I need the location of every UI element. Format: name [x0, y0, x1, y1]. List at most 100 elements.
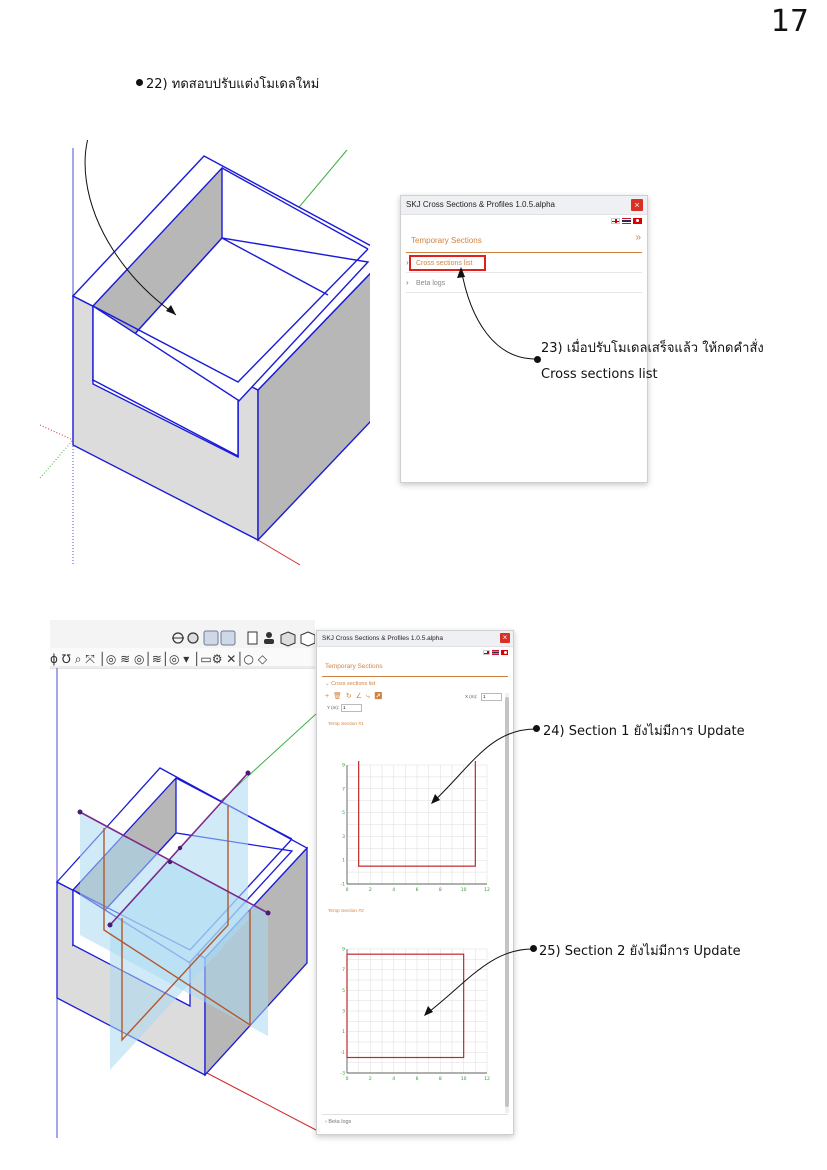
callout-arrow-24: [431, 728, 538, 804]
x-tick-label: 8: [439, 1076, 442, 1082]
page-number: 17: [770, 4, 809, 39]
annotation-24: 24) Section 1 ยังไม่มีการ Update: [543, 724, 745, 739]
callout-arrowhead-25: [424, 1006, 433, 1016]
plugin-window-top: SKJ Cross Sections & Profiles 1.0.5.alph…: [400, 195, 648, 483]
section-profile-2: [121, 806, 229, 1042]
x-field-label: X (m):: [465, 694, 478, 699]
section-handle[interactable]: [107, 922, 113, 928]
y-tick-label: 5: [342, 988, 345, 994]
japanese-flag-icon[interactable]: [633, 218, 642, 224]
annotation-22: 22) ทดสอบปรับแต่งโมเดลใหม่: [146, 77, 320, 92]
paint-icon[interactable]: [220, 630, 236, 646]
callout-arrow-25: [424, 948, 535, 1016]
orbit-icon[interactable]: [172, 632, 184, 644]
chevron-right-icon: ›: [406, 258, 409, 267]
language-flags: [611, 218, 642, 225]
select-icon[interactable]: [203, 630, 219, 646]
beta-logs-item[interactable]: › Beta logs: [325, 1119, 351, 1125]
list-label: Cross sections list: [331, 681, 376, 687]
scrollbar-thumb[interactable]: [505, 697, 509, 1107]
cross-sections-list-header[interactable]: ⌄ Cross sections list: [325, 681, 375, 687]
delete-icon[interactable]: 🗑: [333, 693, 343, 700]
section-handle[interactable]: [265, 910, 271, 916]
toolbar-icons: ɸ ℧ ⌕ ⤧ │◎ ≋ ◎│≋│◎ ▾ │▭⚙ ✕│○ ◇: [50, 630, 315, 668]
english-flag-icon[interactable]: [611, 218, 620, 224]
y-tick-label: 3: [342, 834, 345, 840]
export-icon[interactable]: ↗: [373, 693, 384, 700]
package-icon[interactable]: [280, 631, 296, 647]
y-field-input[interactable]: 1: [341, 704, 362, 712]
chevron-right-icon: ›: [325, 1119, 329, 1125]
x-tick-label: 12: [484, 887, 490, 893]
toolbar-glyphs: ɸ ℧ ⌕ ⤧ │◎ ≋ ◎│≋│◎ ▾ │▭⚙ ✕│○ ◇: [50, 651, 268, 666]
x-tick-label: 4: [392, 887, 395, 893]
package-icon-2[interactable]: [300, 631, 315, 647]
beta-logs-item[interactable]: ›Beta logs: [406, 274, 642, 293]
y-tick-label: 5: [342, 810, 345, 816]
x-tick-label: 4: [392, 1076, 395, 1082]
japanese-flag-icon[interactable]: [501, 650, 508, 655]
inner-back-edge: [221, 237, 329, 296]
y-tick-label: -1: [341, 882, 346, 888]
x-tick-label: 12: [484, 1076, 490, 1082]
english-flag-icon[interactable]: [483, 650, 490, 655]
callout-layer-bottom: [424, 728, 538, 1016]
red-axis-dotted: [39, 424, 74, 441]
close-button[interactable]: ×: [631, 199, 643, 211]
section-profile-outline: [346, 953, 465, 1059]
chevron-right-icon: ›: [406, 278, 409, 287]
item-label: Cross sections list: [416, 260, 473, 267]
y-tick-label: 1: [342, 1029, 345, 1035]
annotation-23-line1: 23) เมื่อปรับโมเดลเสร็จแล้ว ให้กดคำสั่ง: [541, 341, 764, 356]
x-tick-label: 10: [461, 1076, 467, 1082]
cross-sections-list-item[interactable]: › Cross sections list: [406, 254, 642, 273]
model-viewport-top[interactable]: [30, 140, 370, 570]
pan-icon[interactable]: [187, 632, 199, 644]
notch-front: [92, 304, 239, 458]
model-viewport-bottom[interactable]: [50, 668, 316, 1138]
y-tick-label: -3: [341, 1071, 346, 1077]
callout-dot-23: [534, 356, 541, 363]
section-2-name: Temp Section #2: [328, 909, 364, 914]
path-icon[interactable]: ⤷: [365, 693, 371, 700]
callout-dot-22: [136, 79, 143, 86]
callout-arrowhead-24: [431, 794, 440, 804]
divider: [322, 1114, 508, 1115]
callout-arrowhead-22: [166, 305, 176, 315]
highlight-box: [409, 255, 486, 271]
thai-flag-icon[interactable]: [622, 218, 631, 224]
window-title: SKJ Cross Sections & Profiles 1.0.5.alph…: [317, 631, 513, 647]
section-handle[interactable]: [245, 770, 251, 776]
add-icon[interactable]: +: [325, 693, 331, 700]
item-label: Beta logs: [328, 1119, 352, 1125]
section-plane-2: [110, 775, 248, 1070]
section-line-1[interactable]: [79, 811, 269, 914]
y-tick-label: -1: [341, 1050, 346, 1056]
close-button[interactable]: ×: [500, 633, 510, 643]
refresh-icon[interactable]: ↻: [345, 693, 353, 700]
annotation-25: 25) Section 2 ยังไม่มีการ Update: [539, 944, 741, 959]
annotation-23-line2: Cross sections list: [541, 367, 658, 382]
section-handle[interactable]: [77, 809, 83, 815]
green-axis-dotted: [39, 439, 74, 479]
x-field-input[interactable]: 1: [481, 693, 502, 701]
x-tick-label: 6: [416, 887, 419, 893]
language-flags: [483, 650, 508, 657]
callout-dot-24: [533, 725, 540, 732]
y-tick-label: 9: [342, 947, 345, 953]
y-field-label: Y (m):: [327, 705, 340, 710]
document-icon[interactable]: [247, 631, 258, 645]
red-axis: [204, 1071, 316, 1131]
x-tick-label: 6: [416, 1076, 419, 1082]
expand-icon[interactable]: »: [635, 232, 641, 243]
section-profile-outline: [358, 761, 476, 867]
y-tick-label: 1: [342, 858, 345, 864]
angle-icon[interactable]: ∠: [355, 693, 363, 700]
user-icon[interactable]: [264, 632, 274, 644]
section-handle[interactable]: [167, 859, 173, 865]
x-tick-label: 0: [346, 887, 349, 893]
section-handle[interactable]: [177, 845, 183, 851]
divider: [406, 252, 642, 253]
thai-flag-icon[interactable]: [492, 650, 499, 655]
